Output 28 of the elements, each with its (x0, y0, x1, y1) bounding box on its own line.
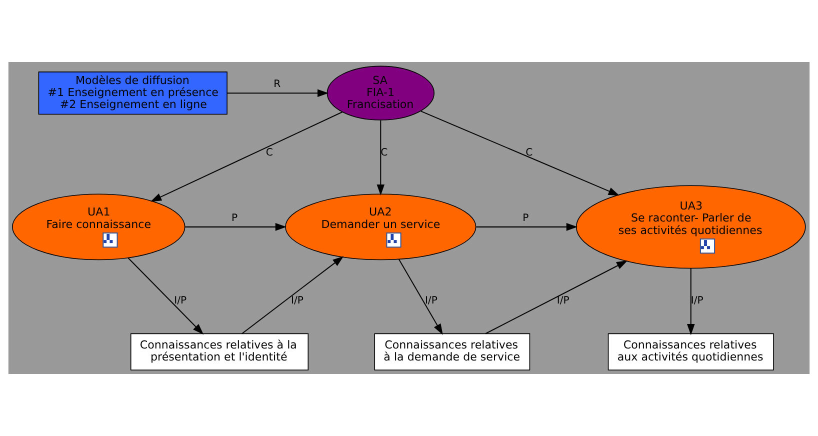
node-box: Connaissances relatives à la présentation et l'identité (130, 333, 309, 370)
arrow (185, 223, 286, 231)
node-box: Connaissances relatives aux activités quotidiennes (608, 333, 774, 370)
edge-label: C (380, 147, 388, 158)
edge-label: C (266, 147, 273, 158)
edge-label: I/P (690, 295, 704, 306)
edge-label: C (526, 147, 533, 158)
edge-label: I/P (174, 295, 187, 306)
node-ellipse: UA2 Demander un service (285, 194, 476, 260)
arrow (420, 110, 620, 196)
node-ellipse: SA FIA-1 Francisation (326, 66, 435, 120)
arrow (128, 258, 204, 335)
edge-label: I/P (556, 295, 570, 306)
node-box: Modèles de diffusion #1 Enseignement en présence #2 Enseignement en ligne (38, 72, 228, 115)
edge-label: R (274, 79, 281, 90)
arrow (242, 256, 344, 334)
edge-label: P (231, 212, 238, 224)
edge-label: I/P (424, 295, 438, 306)
edge-label: I/P (291, 295, 304, 306)
arrow (476, 223, 578, 231)
arrow (227, 89, 329, 97)
arrow (376, 120, 385, 196)
edge-label: P (522, 212, 529, 224)
arrow (150, 112, 343, 202)
arrow (485, 260, 628, 334)
arrow (398, 259, 443, 335)
node-box: Connaissances relatives à la demande de service (374, 333, 530, 370)
arrow (687, 268, 695, 336)
